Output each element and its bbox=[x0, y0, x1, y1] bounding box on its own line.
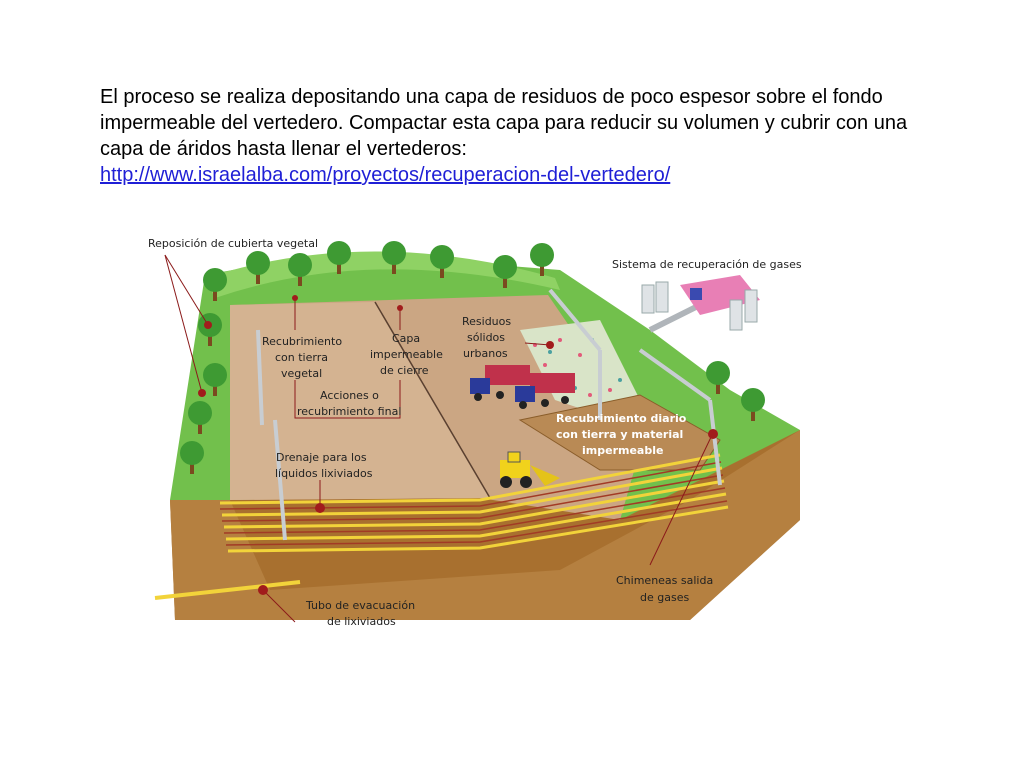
tree-icon bbox=[530, 243, 554, 276]
tree-icon bbox=[180, 441, 204, 474]
leader-lines bbox=[164, 254, 713, 623]
source-link[interactable]: http://www.israelalba.com/proyectos/recu… bbox=[100, 164, 671, 186]
trees bbox=[180, 241, 765, 474]
tree-icon bbox=[382, 241, 406, 274]
liner-red-lines bbox=[219, 461, 728, 546]
tree-icon bbox=[188, 401, 212, 434]
gas-recovery-plant bbox=[641, 275, 760, 331]
label-chimeneas-2: de gases bbox=[640, 591, 689, 604]
label-tubo-1: Tubo de evacuación bbox=[305, 599, 415, 612]
tree-icon bbox=[327, 241, 351, 274]
label-acciones-2: recubrimiento final bbox=[297, 405, 401, 418]
label-chimeneas-1: Chimeneas salida bbox=[616, 574, 713, 587]
leachate-pipe bbox=[154, 580, 301, 600]
label-recubrimiento-3: vegetal bbox=[281, 367, 322, 380]
tree-icon bbox=[493, 255, 517, 288]
label-capa-3: de cierre bbox=[380, 364, 429, 377]
bulldozer-icon bbox=[500, 451, 560, 488]
tree-icon bbox=[288, 253, 312, 286]
label-diario-1: Recubrimiento diario bbox=[556, 412, 687, 425]
caption-text-block: El proceso se realiza depositando una ca… bbox=[100, 84, 950, 188]
tree-icon bbox=[741, 388, 765, 421]
tree-icon bbox=[203, 268, 227, 301]
label-diario-2: con tierra y material bbox=[556, 428, 683, 441]
vertical-pipes bbox=[256, 288, 722, 541]
earth-front-face bbox=[170, 430, 800, 620]
label-tubo-2: de lixiviados bbox=[327, 615, 396, 628]
tree-icon bbox=[706, 361, 730, 394]
tree-icon bbox=[203, 363, 227, 396]
final-cover-area bbox=[230, 302, 490, 500]
gas-pipe bbox=[648, 302, 702, 333]
label-diario-3: impermeable bbox=[582, 444, 663, 457]
dump-truck-icon bbox=[515, 373, 575, 409]
tree-icon bbox=[430, 245, 454, 278]
leader-dots bbox=[198, 295, 718, 595]
label-capa-1: Capa bbox=[392, 332, 420, 345]
label-capa-2: impermeable bbox=[370, 348, 443, 361]
label-drenaje-2: líquidos lixiviados bbox=[275, 467, 373, 480]
label-residuos-3: urbanos bbox=[463, 347, 508, 360]
label-recubrimiento-1: Recubrimiento bbox=[262, 335, 342, 348]
liner-layers bbox=[219, 453, 729, 553]
daily-cover-slab bbox=[518, 394, 721, 471]
label-acciones-1: Acciones o bbox=[320, 389, 379, 402]
label-sistema-gases: Sistema de recuperación de gases bbox=[612, 258, 802, 271]
label-residuos-2: sólidos bbox=[467, 331, 505, 344]
label-residuos-1: Residuos bbox=[462, 315, 511, 328]
label-recubrimiento-2: con tierra bbox=[275, 351, 328, 364]
label-reposicion: Reposición de cubierta vegetal bbox=[148, 237, 318, 250]
label-drenaje-1: Drenaje para los bbox=[276, 451, 367, 464]
capa-line bbox=[374, 301, 491, 499]
caption-paragraph: El proceso se realiza depositando una ca… bbox=[100, 86, 908, 160]
tree-icon bbox=[246, 251, 270, 284]
